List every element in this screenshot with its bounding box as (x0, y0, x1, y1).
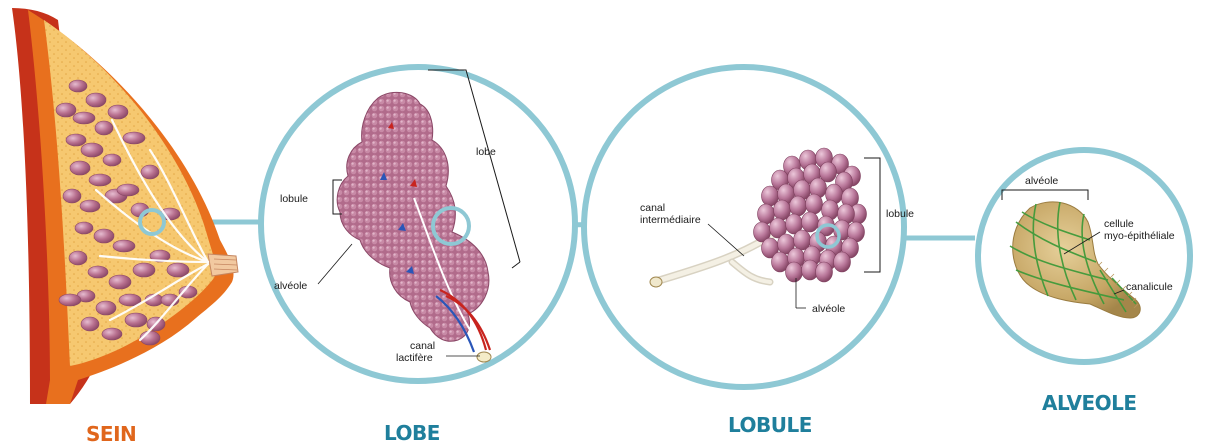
breast-lobule-blob (103, 154, 121, 166)
breast-lobule-blob (94, 229, 114, 243)
lobe-panel: lobe lobule alvéole canal lactifère (261, 67, 575, 381)
breast-lobule-blob (108, 105, 128, 119)
breast-lobule-blob (123, 132, 145, 144)
breast-lobule-blob (133, 263, 155, 277)
breast-lobule-blob (73, 112, 95, 124)
canal-intermediaire-label-2: intermédiaire (640, 214, 701, 226)
breast-lobule-blob (56, 103, 76, 117)
breast-lobule-blob (89, 174, 111, 186)
breast-lobule-blob (70, 161, 90, 175)
lobule-label: lobule (280, 193, 308, 205)
alveole-bubble (786, 262, 803, 282)
breast-lobule-blob (80, 200, 100, 212)
lobule-label: lobule (886, 208, 914, 220)
breast-lobule-blob (96, 301, 116, 315)
cellule-label-1: cellule (1104, 218, 1134, 230)
breast-lobule-blob (102, 328, 122, 340)
alveole-label: alvéole (1025, 175, 1058, 187)
alveole-bubble (834, 252, 851, 272)
alveole-bubble (790, 196, 807, 216)
lobule-panel: canal intermédiaire lobule alvéole (584, 67, 914, 387)
breast-lobule-blob (69, 251, 87, 265)
alveole-label: alvéole (812, 303, 845, 315)
breast-lobule-blob (81, 317, 99, 331)
alveole-bubble (806, 194, 823, 214)
canal-lactifere-label-2: lactifère (396, 352, 433, 364)
breast-lobule-blob (88, 266, 108, 278)
alveole-bubble (802, 212, 819, 232)
breast-lobule-blob (86, 93, 106, 107)
title-lobule: LOBULE (728, 413, 812, 437)
alveole-panel: alvéole cellule myo-épithéliale canalicu… (978, 150, 1190, 362)
breast-lobule-blob (113, 240, 135, 252)
breast-lobule-blob (141, 165, 159, 179)
breast-cross-section-icon (12, 8, 238, 404)
breast-lobule-blob (59, 294, 81, 306)
title-sein: SEIN (86, 422, 136, 446)
breast-lobule-blob (63, 189, 81, 203)
canal-intermediaire-label-1: canal (640, 202, 665, 214)
title-lobe: LOBE (384, 421, 440, 445)
breast-lobule-blob (117, 184, 139, 196)
breast-lobule-blob (95, 121, 113, 135)
breast-lobule-blob (69, 80, 87, 92)
breast-lobule-blob (167, 263, 189, 277)
lobe-label: lobe (476, 146, 496, 158)
canalicule-label: canalicule (1126, 281, 1173, 293)
breast-lobule-blob (66, 134, 86, 146)
canal-lactifere-label-1: canal (410, 340, 435, 352)
breast-lobule-blob (125, 313, 147, 327)
breast-lobule-blob (109, 275, 131, 289)
title-alveole: ALVEOLE (1042, 391, 1137, 415)
cellule-label-2: myo-épithéliale (1104, 230, 1175, 242)
breast-lobule-blob (75, 222, 93, 234)
alveole-label: alvéole (274, 280, 307, 292)
alveole-bubble (816, 262, 833, 282)
breast-lobule-blob (81, 143, 103, 157)
